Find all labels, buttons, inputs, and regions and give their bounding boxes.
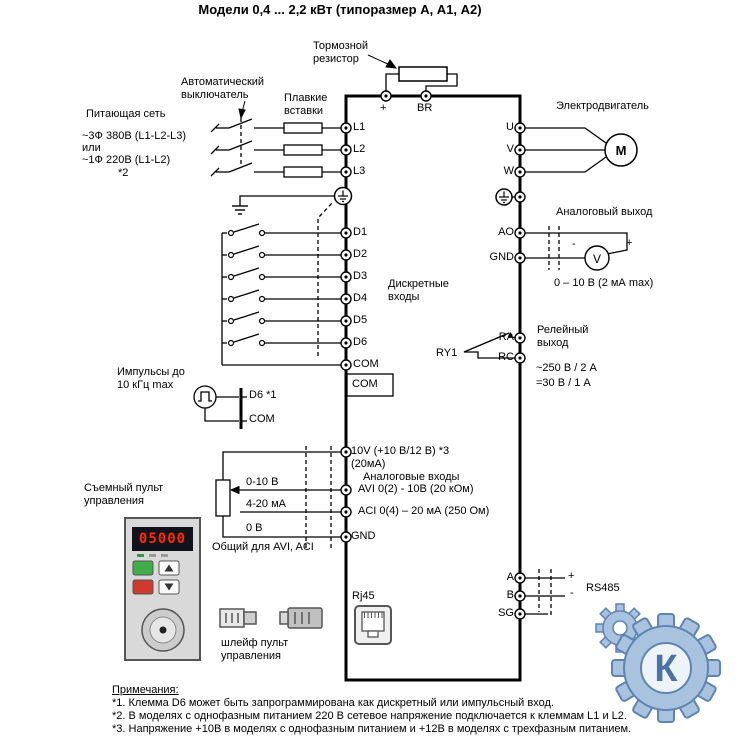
panel-display-bezel xyxy=(132,527,193,551)
d6-terminal-label: D6 xyxy=(353,336,368,348)
com-terminal-box xyxy=(346,373,394,397)
ground-symbol xyxy=(232,205,248,215)
aci-terminal-label: ACI 0(4) – 20 мА (250 Ом) xyxy=(358,505,490,517)
fuses-label: Плавкие вставки xyxy=(284,92,328,117)
panel-label: Съемный пульт управления xyxy=(84,482,164,507)
notes-heading: Примечания: xyxy=(112,684,179,696)
potentiometer-symbol xyxy=(215,479,231,517)
common-avi-aci-label: Общий для AVI, ACI xyxy=(212,541,314,553)
v10-ma-label: (20мА) xyxy=(351,458,386,470)
d5-terminal-label: D5 xyxy=(353,314,368,326)
voltmeter-plus-label: + xyxy=(626,237,633,249)
d3-terminal-label: D3 xyxy=(353,270,368,282)
rs-a-terminal-label: A xyxy=(506,571,514,583)
ry1-label: RY1 xyxy=(436,347,458,359)
ao-terminal-label: AO xyxy=(498,226,514,238)
control-panel xyxy=(124,517,201,661)
run-button xyxy=(132,560,154,576)
motor-symbol xyxy=(604,133,638,167)
relay-output-label: Релейный выход xyxy=(537,324,589,349)
note-1: *1. Клемма D6 может быть запрограммирова… xyxy=(112,697,554,709)
br-terminal-label: BR xyxy=(417,102,433,114)
gnd-in-terminal-label: GND xyxy=(351,530,376,542)
voltmeter-symbol xyxy=(584,245,610,271)
zero-v-label: 0 В xyxy=(246,522,263,534)
u-terminal-label: U xyxy=(506,121,514,133)
rs485-plus-label: + xyxy=(568,570,575,582)
relay-dc-label: =30 В / 1 А xyxy=(536,377,591,389)
voltmeter-minus-label: - xyxy=(572,238,576,250)
d2-terminal-label: D2 xyxy=(353,248,368,260)
logo-letter: К xyxy=(654,648,678,690)
avi-terminal-label: AVI 0(2) - 10В (20 кОм) xyxy=(358,483,474,495)
relay-ac-label: ~250 В / 2 А xyxy=(536,362,597,374)
pe-terminal-right xyxy=(495,188,513,206)
l1-terminal-label: L1 xyxy=(353,121,366,133)
pulse-label: Импульсы до 10 кГц max xyxy=(117,366,185,391)
l3-terminal-label: L3 xyxy=(353,165,366,177)
cable-connectors xyxy=(219,607,323,629)
pe-terminal-left xyxy=(333,186,353,206)
ra-terminal-label: RA xyxy=(498,331,514,343)
discrete-inputs-label: Дискретные входы xyxy=(388,278,449,303)
rs-b-terminal-label: B xyxy=(506,589,514,601)
v10-terminal-label: 10V (+10 В/12 В) *3 xyxy=(351,445,450,457)
supply-1ph-label: ~1Ф 220В (L1-L2) xyxy=(82,154,171,166)
analog-inputs-label: Аналоговые входы xyxy=(363,471,460,483)
range-4-20-label: 4-20 мА xyxy=(246,498,286,510)
up-arrow-icon xyxy=(164,564,174,572)
pulse-com-label: COM xyxy=(249,413,275,425)
relay-contact-dot xyxy=(508,333,513,338)
note-3: *3. Напряжение +10В в моделях с однофазн… xyxy=(112,723,632,735)
rj45-jack xyxy=(354,605,392,645)
d4-terminal-label: D4 xyxy=(353,292,368,304)
rj45-label: Rj45 xyxy=(352,590,375,602)
com2-terminal-label: COM xyxy=(352,378,378,390)
annotation-arrows xyxy=(229,54,398,495)
cable-label: шлейф пульт управления xyxy=(221,637,289,662)
l2-terminal-label: L2 xyxy=(353,143,366,155)
brake-resistor-symbol xyxy=(398,66,448,82)
switch-contacts xyxy=(227,229,266,347)
motor-letter: M xyxy=(616,143,627,158)
voltmeter-letter: V xyxy=(593,252,601,266)
rs485-minus-label: - xyxy=(570,587,574,599)
brand-logo: К xyxy=(595,603,721,723)
range-0-10-label: 0-10 В xyxy=(246,476,279,488)
w-terminal-label: W xyxy=(503,165,514,177)
wiring xyxy=(193,73,628,618)
rc-terminal-label: RC xyxy=(498,351,514,363)
rs485-label: RS485 xyxy=(586,582,620,594)
v-terminal-label: V xyxy=(506,143,514,155)
breaker-label: Автоматический выключатель xyxy=(181,76,265,101)
ao-range-label: 0 – 10 В (2 мА max) xyxy=(554,277,654,289)
panel-display: 05000 xyxy=(138,531,187,547)
d1-terminal-label: D1 xyxy=(353,226,368,238)
pulse-d6-label: D6 *1 xyxy=(249,389,277,401)
note-2: *2. В моделях с однофазным питанием 220 … xyxy=(112,710,627,722)
down-arrow-icon xyxy=(164,583,174,591)
supply-or-label: или xyxy=(82,142,101,154)
note2-ref-label: *2 xyxy=(118,167,129,179)
motor-label: Электродвигатель xyxy=(556,100,649,112)
big-gear-icon: К xyxy=(611,613,721,723)
analog-output-label: Аналоговый выход xyxy=(556,206,653,218)
plus-terminal-label: + xyxy=(380,102,387,114)
gnd-out-terminal-label: GND xyxy=(489,251,514,263)
rs-sg-terminal-label: SG xyxy=(498,607,514,619)
page-title: Модели 0,4 ... 2,2 кВт (типоразмер А, А1… xyxy=(198,2,482,17)
com-terminal-label: COM xyxy=(353,358,379,370)
supply-label: Питающая сеть xyxy=(86,108,166,120)
supply-3ph-label: ~3Ф 380В (L1-L2-L3) xyxy=(82,130,187,142)
fuse-symbols xyxy=(283,122,323,178)
stop-button xyxy=(132,579,154,595)
brake-resistor-label: Тормозной резистор xyxy=(313,40,369,65)
